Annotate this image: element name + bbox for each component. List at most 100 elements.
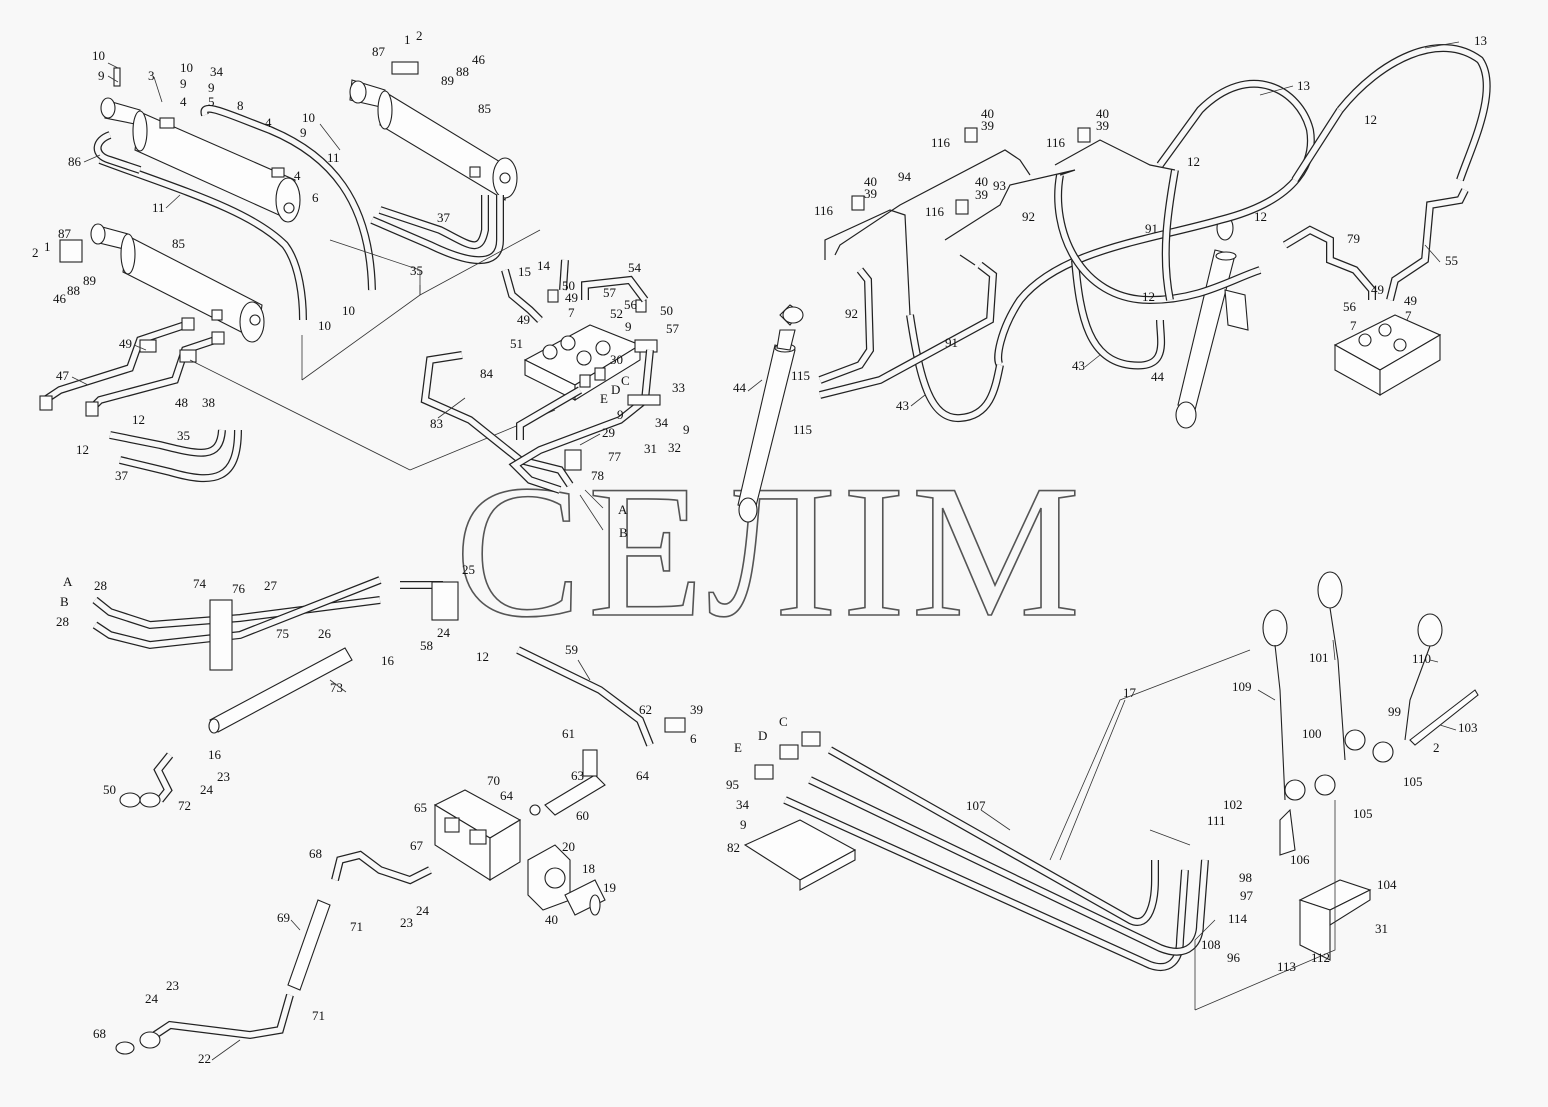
pipes-26-27 [92,576,459,671]
lift-cylinder-left-upper [100,67,301,223]
label-E: E [734,740,742,755]
label-3: 3 [148,68,155,83]
label-86: 86 [68,154,82,169]
hoses-35-37-lower [109,429,242,483]
label-62: 62 [639,702,652,717]
label-12: 12 [1364,112,1377,127]
hose-11-lower [98,156,307,321]
label-14: 14 [537,258,551,273]
label-43: 43 [1072,358,1085,373]
label-7: 7 [568,305,575,320]
label-50: 50 [103,782,116,797]
label-114: 114 [1228,911,1248,926]
suction-hose-68-69-22 [115,850,432,1055]
label-10: 10 [92,48,105,63]
label-28: 28 [94,578,107,593]
label-97: 97 [1240,888,1254,903]
label-9: 9 [98,68,105,83]
label-34: 34 [210,64,224,79]
label-26: 26 [318,626,332,641]
label-103: 103 [1458,720,1478,735]
label-52: 52 [610,306,623,321]
hose-73-and-elbow [119,647,353,808]
label-102: 102 [1223,797,1243,812]
label-40: 40 [981,106,994,121]
label-87: 87 [372,44,386,59]
label-105: 105 [1353,806,1373,821]
label-2: 2 [32,245,39,260]
label-4: 4 [180,94,187,109]
label-116: 116 [814,203,834,218]
label-106: 106 [1290,852,1310,867]
label-39: 39 [1096,118,1109,133]
label-91: 91 [1145,221,1158,236]
label-104: 104 [1377,877,1397,892]
label-11: 11 [152,200,165,215]
label-108: 108 [1201,937,1221,952]
label-56: 56 [1343,299,1357,314]
label-13: 13 [1474,33,1487,48]
label-16: 16 [381,653,395,668]
label-24: 24 [145,991,159,1006]
label-10: 10 [180,60,193,75]
tilt-cylinder-left [737,304,804,523]
label-57: 57 [603,285,617,300]
label-22: 22 [198,1051,211,1066]
label-15: 15 [518,264,531,279]
lift-cylinder-right-upper [349,61,518,201]
label-20: 20 [562,839,575,854]
label-34: 34 [655,415,669,430]
label-C: C [779,714,788,729]
label-6: 6 [690,731,697,746]
label-89: 89 [83,273,96,288]
label-33: 33 [672,380,685,395]
label-84: 84 [480,366,494,381]
label-110: 110 [1412,651,1431,666]
label-49: 49 [565,290,578,305]
label-55: 55 [1445,253,1458,268]
leader-lines [71,41,1460,1061]
label-78: 78 [591,468,604,483]
label-9: 9 [683,422,690,437]
label-10: 10 [318,318,331,333]
label-56: 56 [624,297,638,312]
label-7: 7 [1405,308,1412,323]
label-9: 9 [740,817,747,832]
label-64: 64 [500,788,514,803]
label-57: 57 [666,321,680,336]
label-88: 88 [456,64,469,79]
label-12: 12 [76,442,89,457]
label-49: 49 [1404,293,1417,308]
label-49: 49 [119,336,132,351]
label-32: 32 [668,440,681,455]
label-43: 43 [896,398,909,413]
label-40: 40 [975,174,988,189]
label-115: 115 [791,368,810,383]
label-71: 71 [312,1008,325,1023]
label-12: 12 [132,412,145,427]
label-70: 70 [487,773,500,788]
label-94: 94 [898,169,912,184]
label-65: 65 [414,800,427,815]
label-89: 89 [441,73,454,88]
label-48: 48 [175,395,188,410]
label-34: 34 [736,797,750,812]
label-A: A [63,574,73,589]
hoses-35-37-upper [370,195,504,265]
pump-18-19-20 [527,844,606,916]
label-12: 12 [1187,154,1200,169]
label-9: 9 [208,80,215,95]
mounting-plate-82 [743,819,857,891]
label-E: E [600,391,608,406]
label-109: 109 [1232,679,1252,694]
part-labels: 10 9 3 10 9 4 34 9 5 8 4 10 9 11 4 6 86 … [32,28,1487,1066]
label-92: 92 [845,306,858,321]
pipes-47-48 [39,317,225,417]
control-valve-block [523,289,658,401]
label-64: 64 [636,768,650,783]
label-30: 30 [610,352,623,367]
tilt-cylinder-right [1175,215,1249,429]
hose-11-upper [200,104,376,291]
label-38: 38 [202,395,215,410]
label-46: 46 [53,291,67,306]
